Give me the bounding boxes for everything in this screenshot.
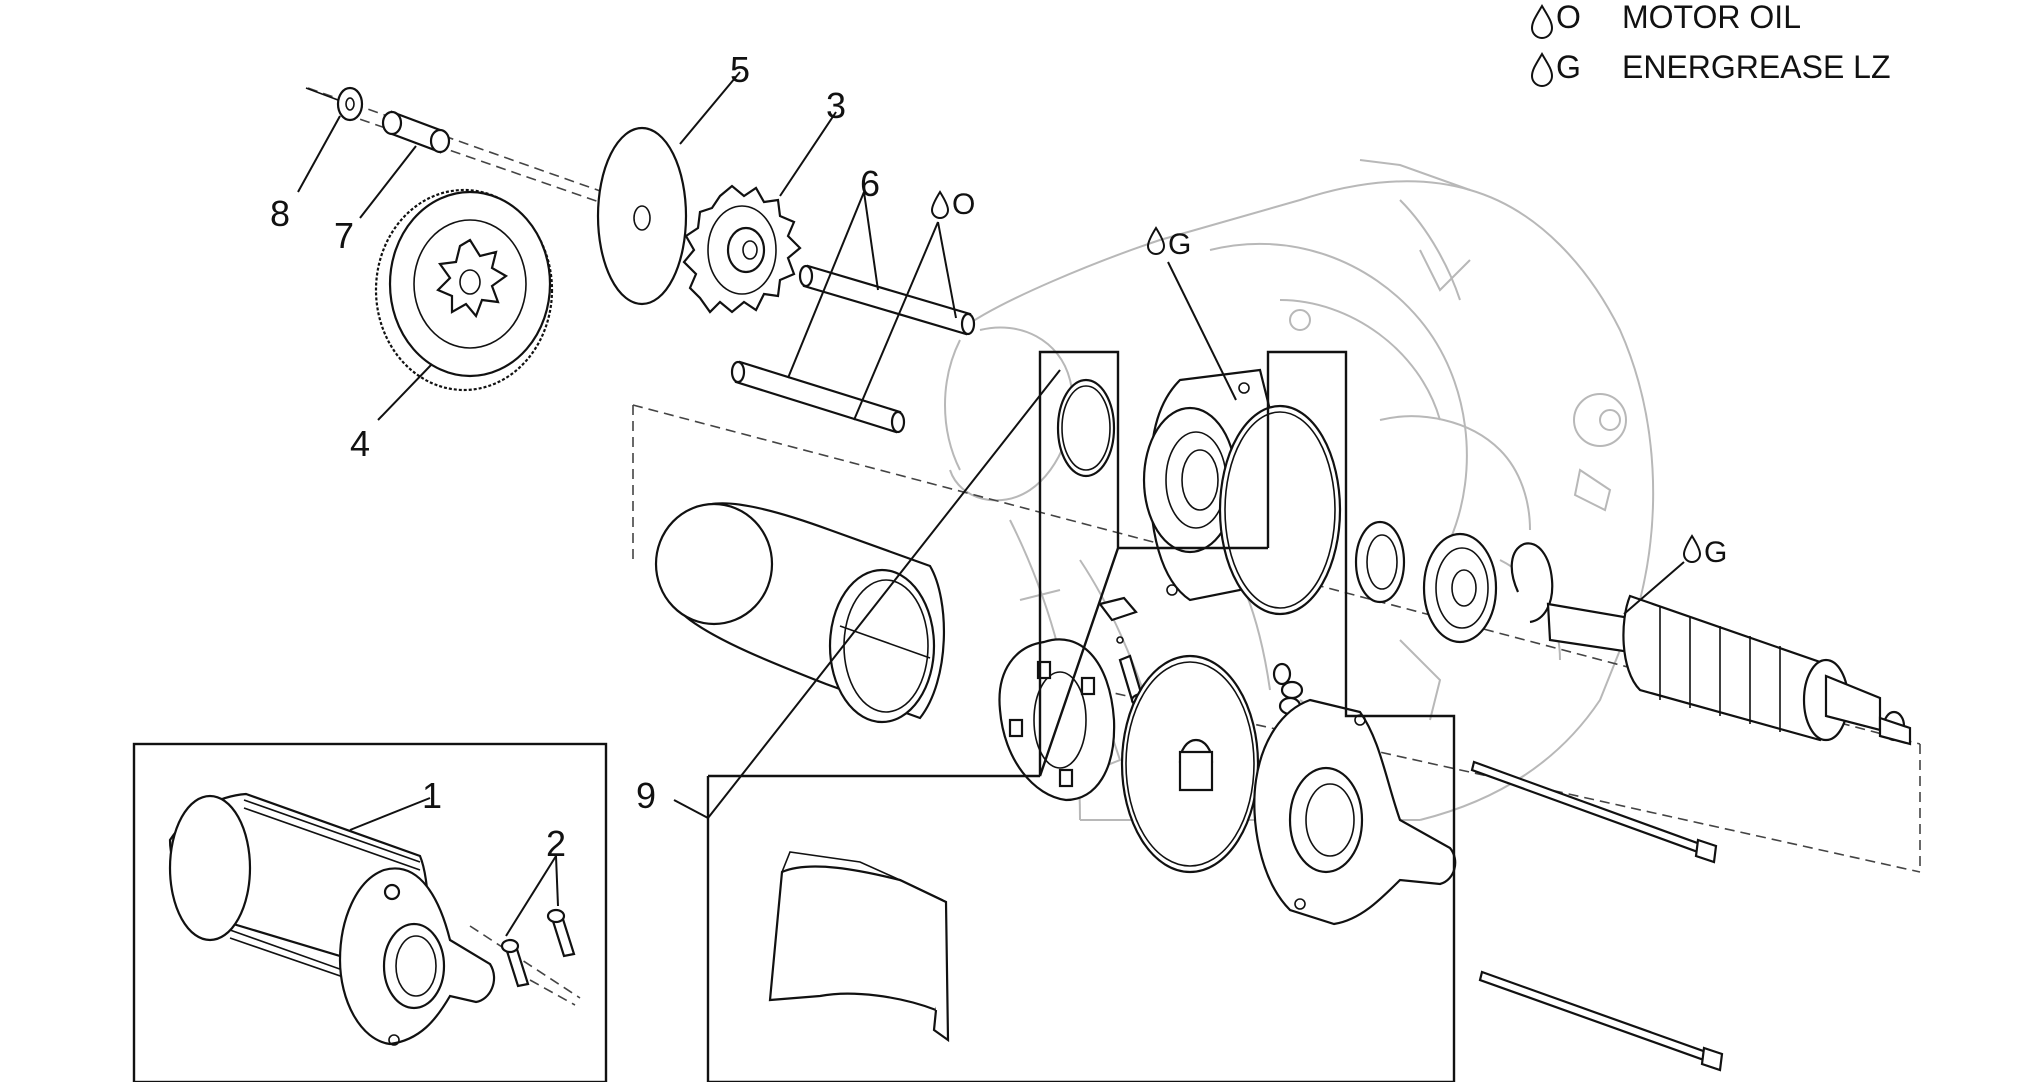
oil-drop-icon bbox=[1530, 4, 1554, 39]
callout-8: 8 bbox=[270, 193, 290, 234]
legend-item-motor-oil: O MOTOR OIL bbox=[1530, 0, 1801, 39]
callout-numbers: 1 2 3 4 5 6 7 8 9 bbox=[270, 49, 880, 864]
grease-drop-icon bbox=[1146, 226, 1166, 255]
long-bolt-upper bbox=[1470, 760, 1718, 864]
o-ring-large bbox=[1218, 404, 1342, 616]
starter-motor-assembly-box bbox=[132, 742, 608, 1082]
part-3-starter-gear bbox=[682, 184, 802, 314]
long-bolt-lower bbox=[1478, 970, 1724, 1072]
callout-1: 1 bbox=[422, 775, 442, 816]
end-cover-gasket bbox=[1120, 654, 1260, 874]
instruction-leaflet bbox=[768, 851, 950, 1043]
part-7-bushing bbox=[381, 110, 451, 154]
part-5-disc bbox=[596, 126, 688, 306]
part-4-intermediate-gear bbox=[374, 188, 554, 392]
part-1-starter-motor bbox=[168, 792, 496, 1046]
brush-holder bbox=[998, 638, 1116, 802]
ball-bearing bbox=[1422, 532, 1498, 644]
callout-7: 7 bbox=[334, 215, 354, 256]
lube-symbol: O bbox=[952, 188, 975, 221]
lubricant-legend: O MOTOR OIL G ENERGREASE LZ bbox=[1530, 0, 1891, 87]
o-ring-small bbox=[1056, 378, 1116, 478]
lube-symbol: G bbox=[1168, 228, 1191, 261]
armature bbox=[1546, 594, 1912, 746]
legend-text: MOTOR OIL bbox=[1622, 0, 1801, 35]
part-6-pin-upper bbox=[798, 264, 976, 336]
oil-drop-icon bbox=[930, 190, 950, 219]
leader-lines bbox=[297, 71, 1685, 937]
part-6-pin-lower bbox=[730, 360, 906, 434]
lube-symbol: G bbox=[1704, 536, 1727, 569]
legend-text: ENERGREASE LZ bbox=[1622, 49, 1891, 85]
end-cover bbox=[1253, 698, 1457, 926]
part-8-washer bbox=[305, 86, 364, 122]
callout-5: 5 bbox=[730, 49, 750, 90]
part-2-screws bbox=[500, 908, 576, 988]
legend-symbol: G bbox=[1556, 49, 1581, 85]
callout-2: 2 bbox=[546, 823, 566, 864]
lube-tag-pins-oil: O bbox=[930, 188, 975, 221]
lube-tag-armature-grease: G bbox=[1682, 534, 1727, 569]
oil-seal bbox=[1354, 520, 1406, 604]
grease-drop-icon bbox=[1530, 52, 1554, 87]
callout-9: 9 bbox=[636, 775, 656, 816]
legend-item-energrease: G ENERGREASE LZ bbox=[1530, 49, 1891, 87]
kit-9-outline bbox=[706, 350, 1456, 1082]
callout-3: 3 bbox=[826, 85, 846, 126]
starter-housing-yoke bbox=[654, 502, 946, 724]
circlip bbox=[1510, 542, 1554, 624]
brush-spring bbox=[1098, 596, 1138, 644]
legend-symbol: O bbox=[1556, 0, 1581, 35]
washers-pair bbox=[1272, 662, 1304, 716]
grease-drop-icon bbox=[1682, 534, 1702, 563]
callout-6: 6 bbox=[860, 163, 880, 204]
callout-4: 4 bbox=[350, 423, 370, 464]
lube-tag-seal-grease: G bbox=[1146, 226, 1191, 261]
